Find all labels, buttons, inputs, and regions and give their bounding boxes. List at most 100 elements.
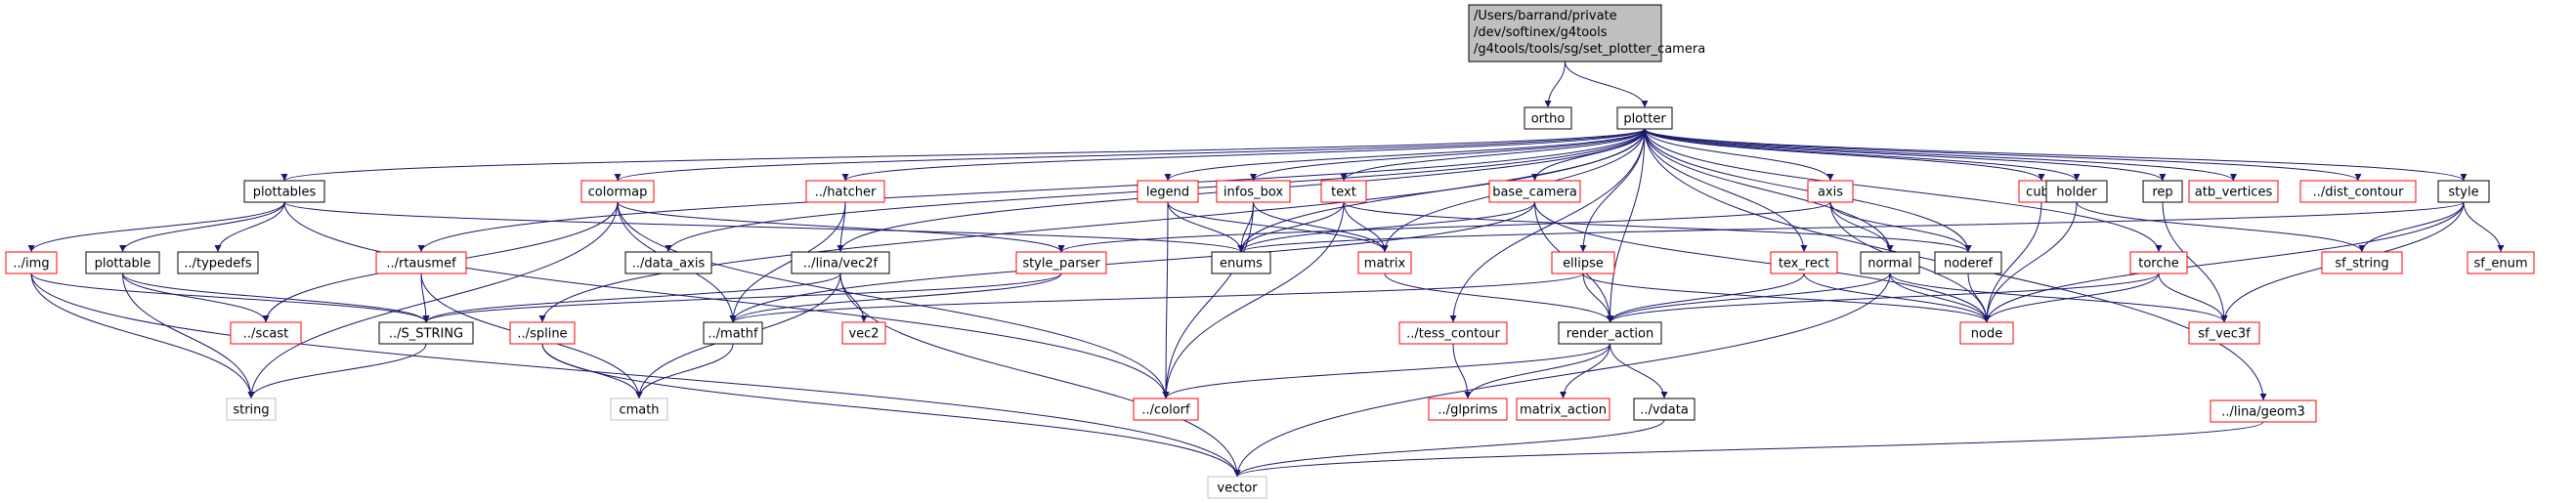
node-plottable[interactable]: plottable: [85, 251, 160, 274]
node-label: sf_vec3f: [2198, 327, 2251, 342]
node-box: [2210, 399, 2317, 423]
node-label: base_camera: [1492, 186, 1577, 200]
node-holder[interactable]: holder: [2045, 180, 2108, 203]
node-base-camera[interactable]: base_camera: [1488, 180, 1581, 203]
node-label: text: [1331, 186, 1356, 200]
node-colorf[interactable]: ../colorf: [1133, 398, 1199, 421]
node-box: [2142, 180, 2183, 203]
edge-torche-to-node: [1983, 272, 2160, 323]
node-text[interactable]: text: [1320, 180, 1367, 203]
node-box: [1137, 180, 1199, 203]
node-render-action[interactable]: render_action: [1558, 321, 1662, 345]
edge-cube-to-node: [1983, 201, 2042, 323]
node-box: [1207, 476, 1267, 499]
node-style[interactable]: style: [2437, 180, 2490, 203]
edge-plottables-to-img: [27, 201, 285, 253]
node-style-parser[interactable]: style_parser: [1015, 251, 1107, 274]
edge-plotter-to-atb_vertices: [1644, 128, 2237, 182]
node-tess-contour[interactable]: ../tess_contour: [1398, 321, 1508, 345]
node-hatcher[interactable]: ../hatcher: [805, 180, 885, 203]
node-label: infos_box: [1224, 186, 1283, 200]
node-vector[interactable]: vector: [1207, 476, 1267, 499]
node-box: [2188, 321, 2260, 345]
node-colormap[interactable]: colormap: [580, 180, 655, 203]
node-label: ortho: [1531, 112, 1566, 127]
node-data-axis[interactable]: ../data_axis: [624, 251, 712, 274]
edge-normal-to-node: [1889, 272, 1991, 323]
node-torche[interactable]: torche: [2129, 251, 2188, 274]
node-ellipse[interactable]: ellipse: [1551, 251, 1615, 274]
edge-torche-to-render_action: [1607, 272, 2160, 323]
edge-style_parser-to-S_STRING: [422, 272, 1062, 323]
node-rep[interactable]: rep: [2142, 180, 2183, 203]
node-label: node: [1971, 327, 2002, 342]
edge-colormap-to-colorf: [617, 201, 1170, 399]
node-legend[interactable]: legend: [1137, 180, 1199, 203]
edge-geom3-to-vector: [1233, 421, 2264, 478]
node-label: torche: [2138, 257, 2179, 272]
edge-text-to-colorf: [1162, 201, 1345, 399]
edge-mathf-to-cmath: [635, 343, 734, 399]
edge-legend-to-enums: [1167, 201, 1245, 253]
edge-plotter-to-enums: [1237, 128, 1646, 253]
node-vdata[interactable]: ../vdata: [1633, 398, 1696, 421]
node-cmath[interactable]: cmath: [610, 398, 668, 421]
node-scast[interactable]: ../scast: [230, 321, 302, 345]
node-box: [1616, 106, 1673, 130]
node-label: atb_vertices: [2195, 186, 2273, 200]
node-glprims[interactable]: ../glprims: [1428, 398, 1508, 421]
edge-torche-to-sf_vec3f: [2158, 272, 2228, 323]
node-label: ../data_axis: [632, 257, 706, 272]
node-box: [2321, 251, 2403, 274]
edge-img-to-string: [30, 272, 255, 399]
node-box: [375, 251, 467, 274]
node-plotter[interactable]: plotter: [1616, 106, 1673, 130]
node-rtausmef[interactable]: ../rtausmef: [375, 251, 467, 274]
node-sf-vec3f[interactable]: sf_vec3f: [2188, 321, 2260, 345]
node-string[interactable]: string: [226, 398, 277, 421]
node-infos-box[interactable]: infos_box: [1216, 180, 1291, 203]
node-box: [624, 251, 712, 274]
edge-plottable-to-scast: [122, 272, 270, 323]
node-plottables[interactable]: plottables: [243, 180, 325, 203]
node-root-label-line: /Users/barrand/private: [1474, 9, 1617, 23]
node-atb-vertices[interactable]: atb_vertices: [2188, 180, 2279, 203]
node-geom3[interactable]: ../lina/geom3: [2210, 399, 2317, 423]
node-enums[interactable]: enums: [1211, 251, 1271, 274]
node-ortho[interactable]: ortho: [1524, 106, 1572, 130]
node-axis[interactable]: axis: [1807, 180, 1854, 203]
node-typedefs[interactable]: ../typedefs: [177, 251, 259, 274]
edge-infos_box-to-colorf: [1162, 201, 1254, 399]
node-label: holder: [2056, 186, 2097, 200]
node-dist-contour[interactable]: ../dist_contour: [2299, 180, 2417, 203]
node-box: [1428, 398, 1508, 421]
node-box: [2129, 251, 2188, 274]
node-tex-rect[interactable]: tex_rect: [1770, 251, 1838, 274]
node-noderef[interactable]: noderef: [1934, 251, 2002, 274]
node-sf-enum[interactable]: sf_enum: [2467, 251, 2535, 274]
node-label: ../spline: [517, 327, 567, 342]
node-spline[interactable]: ../spline: [509, 321, 576, 345]
node-box: [1015, 251, 1107, 274]
node-label: plotter: [1623, 112, 1666, 127]
edge-plotter-to-noderef: [1644, 128, 1972, 253]
node-S-STRING[interactable]: ../S_STRING: [378, 321, 474, 345]
node-vec2[interactable]: vec2: [841, 321, 886, 345]
node-box: [5, 251, 58, 274]
node-node[interactable]: node: [1959, 321, 2014, 345]
node-root[interactable]: /Users/barrand/private/dev/softinex/g4to…: [1468, 4, 1705, 63]
edge-plotter-to-style: [1644, 128, 2468, 182]
node-img[interactable]: ../img: [5, 251, 58, 274]
edge-render_action-to-colorf: [1162, 343, 1610, 399]
node-normal[interactable]: normal: [1860, 251, 1920, 274]
node-box: [2299, 180, 2417, 203]
node-matrix-action[interactable]: matrix_action: [1516, 398, 1610, 421]
edge-plotter-to-legend: [1164, 128, 1646, 182]
node-mathf[interactable]: ../mathf: [703, 321, 763, 345]
edge-plotter-to-dist_contour: [1644, 128, 2362, 182]
node-matrix[interactable]: matrix: [1357, 251, 1412, 274]
node-sf-string[interactable]: sf_string: [2321, 251, 2403, 274]
node-box: [378, 321, 474, 345]
edge-style-to-enums: [1237, 201, 2465, 253]
node-vec2f[interactable]: ../lina/vec2f: [791, 251, 890, 274]
